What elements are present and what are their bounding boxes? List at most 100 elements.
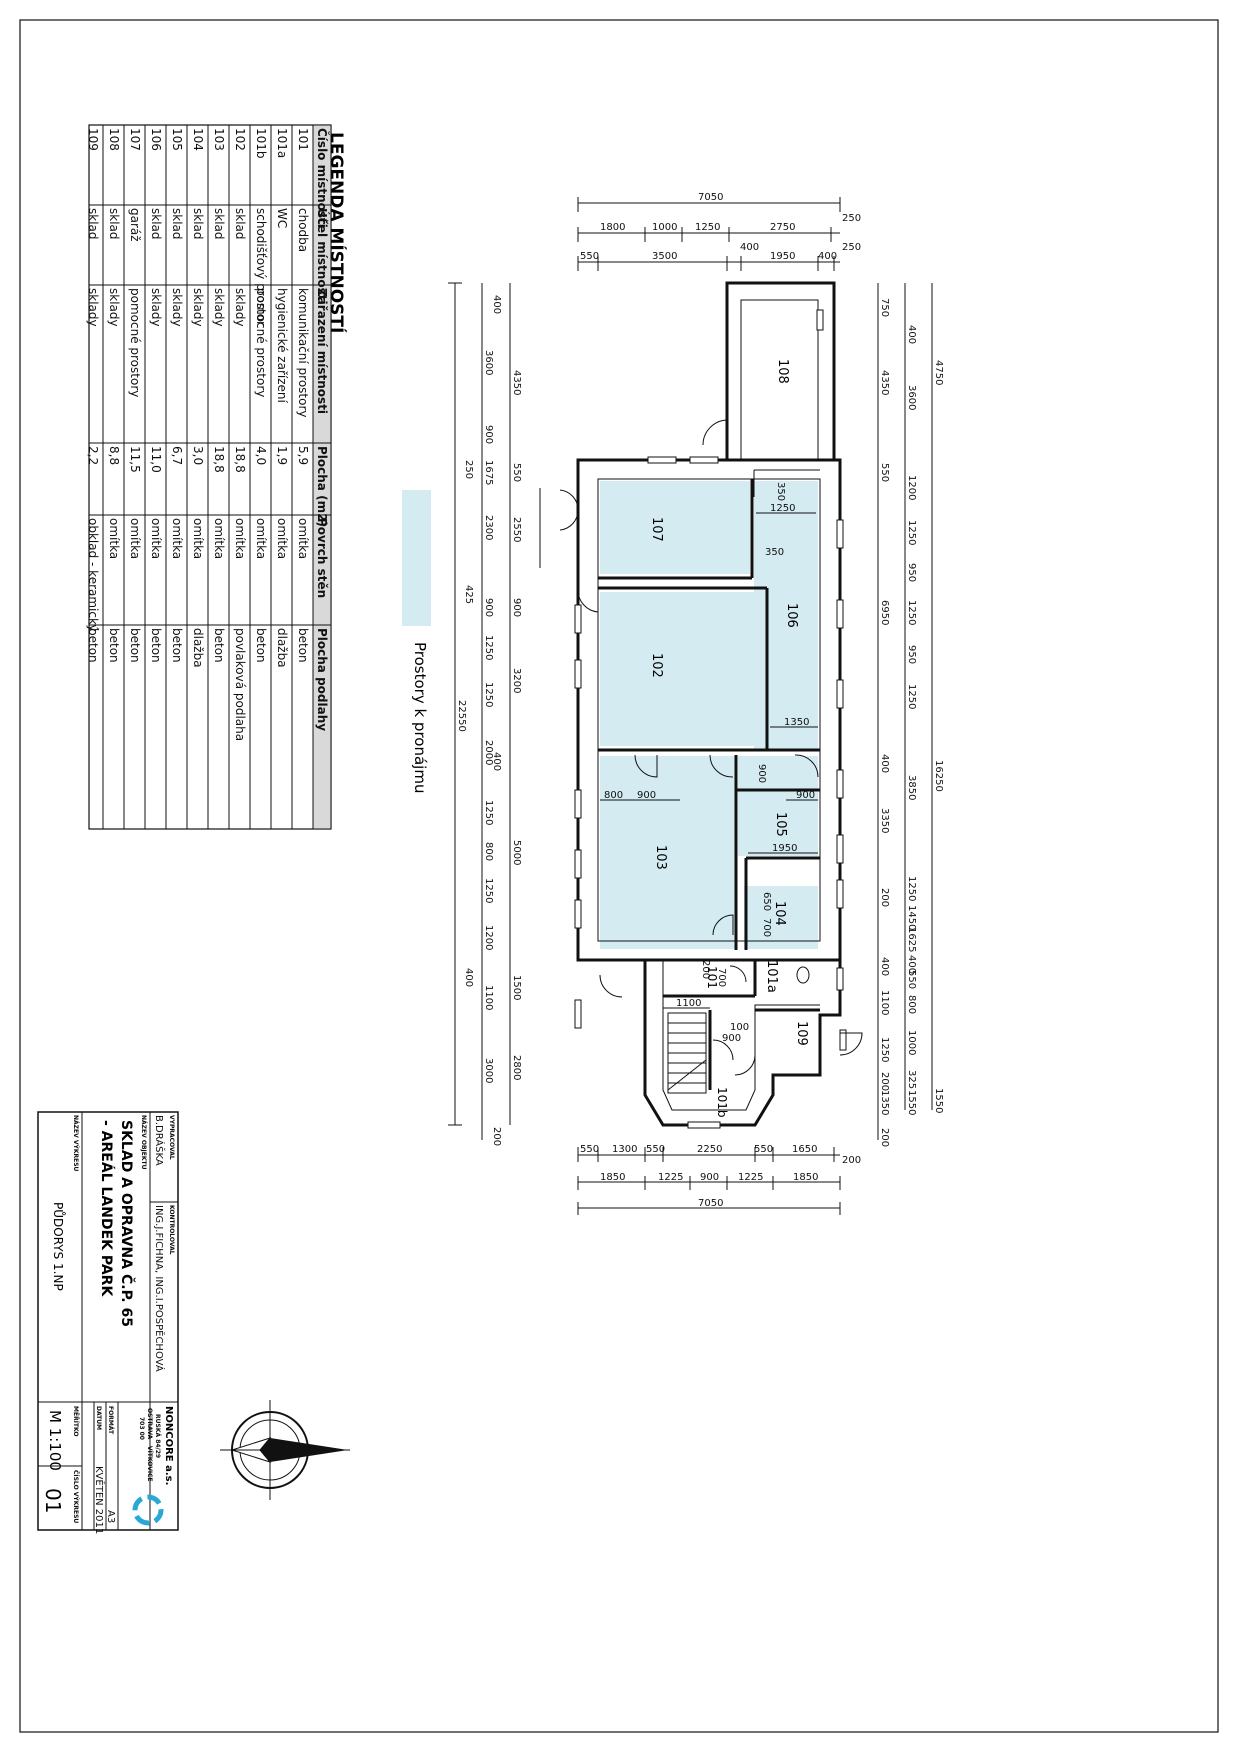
svg-text:4350: 4350	[511, 370, 522, 395]
room-103-label: 103	[653, 845, 668, 870]
legend-header: Plocha podlahy	[315, 628, 329, 731]
svg-text:1950: 1950	[772, 843, 797, 854]
svg-text:400: 400	[491, 295, 502, 314]
floor-plan: 108 107 106 102 105 103 104 101a 101 109…	[539, 281, 863, 1129]
svg-text:1225: 1225	[658, 1172, 683, 1183]
svg-text:900: 900	[637, 790, 656, 801]
svg-text:250: 250	[842, 213, 861, 224]
legend-header: Účel místnosti	[315, 208, 330, 305]
nazev-objektu-line1: SKLAD A OPRAVNA Č.P. 65	[118, 1120, 136, 1327]
svg-text:1450: 1450	[906, 905, 917, 930]
legend-cell: 4,0	[254, 446, 268, 465]
svg-text:900: 900	[483, 598, 494, 617]
svg-text:250: 250	[463, 460, 474, 479]
legend-cell: komunikační prostory	[296, 288, 310, 418]
svg-text:400: 400	[491, 752, 502, 771]
svg-text:800: 800	[483, 842, 494, 861]
svg-text:1850: 1850	[793, 1172, 818, 1183]
legend-cell: dlažba	[275, 628, 289, 668]
svg-text:3350: 3350	[879, 808, 890, 833]
kontroloval-label: KONTROLOVAL	[168, 1205, 175, 1255]
company-address-1: RUSKÁ 84/29	[154, 1414, 161, 1458]
legend-cell: 104	[191, 128, 205, 151]
legend-cell: 18,8	[212, 446, 226, 473]
svg-text:350: 350	[765, 547, 784, 558]
rental-legend-label: Prostory k pronájmu	[411, 642, 429, 793]
legend-cell: sklad	[191, 208, 205, 240]
svg-text:400: 400	[879, 957, 890, 976]
legend-cell: WC	[275, 208, 289, 228]
company-name: NONCORE a.s.	[163, 1406, 174, 1485]
cislo-vykresu-value: 01	[41, 1488, 65, 1513]
legend-cell: beton	[149, 628, 163, 663]
legend-cell: omítka	[107, 518, 121, 559]
legend-cell: 105	[170, 128, 184, 151]
legend-header: Plocha (m2)	[315, 446, 329, 527]
svg-text:3200: 3200	[511, 668, 522, 693]
meritko-value: M 1:100	[46, 1410, 64, 1471]
svg-text:1250: 1250	[483, 635, 494, 660]
svg-text:1250: 1250	[695, 222, 720, 233]
meritko-label: MĚŘÍTKO	[72, 1406, 80, 1437]
room-101-label: 101	[705, 966, 719, 989]
svg-text:550: 550	[580, 251, 599, 262]
svg-text:950: 950	[906, 645, 917, 664]
svg-text:22550: 22550	[456, 700, 467, 732]
legend-cell: 102	[233, 128, 247, 151]
svg-text:2750: 2750	[770, 222, 795, 233]
svg-text:2000: 2000	[483, 740, 494, 765]
svg-text:1950: 1950	[770, 251, 795, 262]
svg-text:800: 800	[906, 995, 917, 1014]
legend-cell: sklady	[107, 288, 121, 327]
legend-header: Zařazení místnosti	[315, 288, 329, 414]
svg-text:900: 900	[511, 598, 522, 617]
svg-text:1200: 1200	[483, 925, 494, 950]
svg-text:1350: 1350	[879, 1090, 890, 1115]
svg-text:3500: 3500	[652, 251, 677, 262]
legend-header: Číslo místnosti	[315, 128, 330, 228]
legend-cell: omítka	[170, 518, 184, 559]
svg-text:200: 200	[879, 1128, 890, 1147]
nazev-objektu-label: NÁZEV OBJEKTU	[140, 1115, 147, 1170]
legend-cell: sklad	[233, 208, 247, 240]
legend-cell: omítka	[212, 518, 226, 559]
room-107-fill	[600, 481, 750, 574]
svg-text:1250: 1250	[483, 682, 494, 707]
legend-cell: 107	[128, 128, 142, 151]
legend-cell: sklady	[191, 288, 205, 327]
legend-cell: 18,8	[233, 446, 247, 473]
legend-cell: hygienické zařízení	[275, 288, 289, 404]
room-102-label: 102	[649, 653, 664, 678]
stairs	[667, 1012, 707, 1094]
svg-text:1200: 1200	[906, 475, 917, 500]
svg-text:1000: 1000	[906, 1030, 917, 1055]
svg-text:200: 200	[879, 1072, 890, 1091]
legend-header: Povrch stěn	[315, 518, 329, 598]
svg-text:900: 900	[796, 790, 815, 801]
room-106-fill	[754, 481, 818, 749]
legend-table: LEGENDA MÍSTNOSTÍ Číslo místnosti Úč	[86, 124, 348, 830]
svg-text:1650: 1650	[792, 1144, 817, 1155]
svg-text:200: 200	[842, 1155, 861, 1166]
interior-dimensions: 350 1250 350 1350 900 800 900 900 1950 6…	[600, 482, 818, 1044]
svg-text:750: 750	[879, 298, 890, 317]
legend-cell: 108	[107, 128, 121, 151]
svg-text:2550: 2550	[511, 517, 522, 542]
legend-cell: 103	[212, 128, 226, 151]
datum-value: KVĚTEN 2011	[93, 1466, 106, 1534]
legend-cell: 6,7	[170, 446, 184, 465]
right-dimensions: 750 4350 550 400 3350 200 400 1250 200 1…	[877, 283, 944, 1147]
legend-cell: sklad	[170, 208, 184, 240]
svg-text:1225: 1225	[738, 1172, 763, 1183]
svg-text:5000: 5000	[511, 840, 522, 865]
svg-text:200: 200	[491, 1127, 502, 1146]
svg-text:900: 900	[700, 1172, 719, 1183]
svg-text:1250: 1250	[770, 503, 795, 514]
room-101b-label: 101b	[715, 1087, 729, 1118]
sheet-border	[19, 19, 1219, 1733]
svg-text:425: 425	[463, 585, 474, 604]
legend-cell: sklady	[170, 288, 184, 327]
legend-cell: beton	[107, 628, 121, 663]
